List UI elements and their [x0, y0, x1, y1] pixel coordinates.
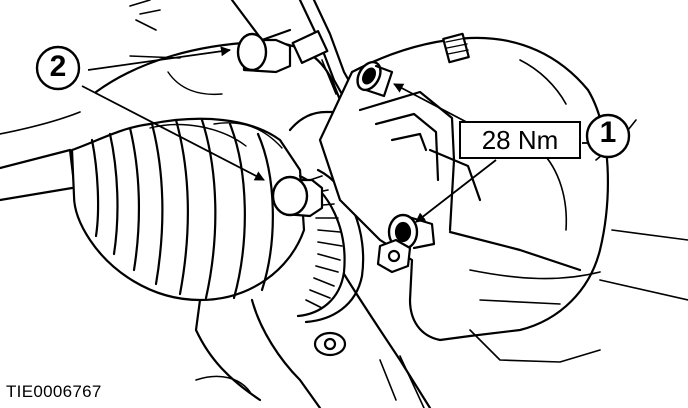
callout-1-circle: [585, 113, 631, 159]
cv-joint-boot: [70, 117, 306, 302]
callout-1-number: 1: [599, 116, 617, 149]
callout-2-circle: [35, 45, 81, 91]
dust-cap-upper: [236, 32, 292, 74]
callout-2-leaders: [81, 46, 265, 181]
torque-spec: 28 Nm: [481, 125, 559, 155]
bleed-nipple: [442, 32, 470, 64]
upper-guide-bolt: [356, 60, 394, 98]
drive-shaft: [0, 111, 81, 202]
brake-caliper: [318, 36, 688, 363]
torque-box: [459, 121, 581, 159]
hex-bolt-head: [376, 238, 412, 274]
figure-id-code: TIE0006767: [6, 382, 102, 401]
dust-cap-lower: [271, 175, 324, 218]
callout-2-number: 2: [49, 50, 67, 83]
